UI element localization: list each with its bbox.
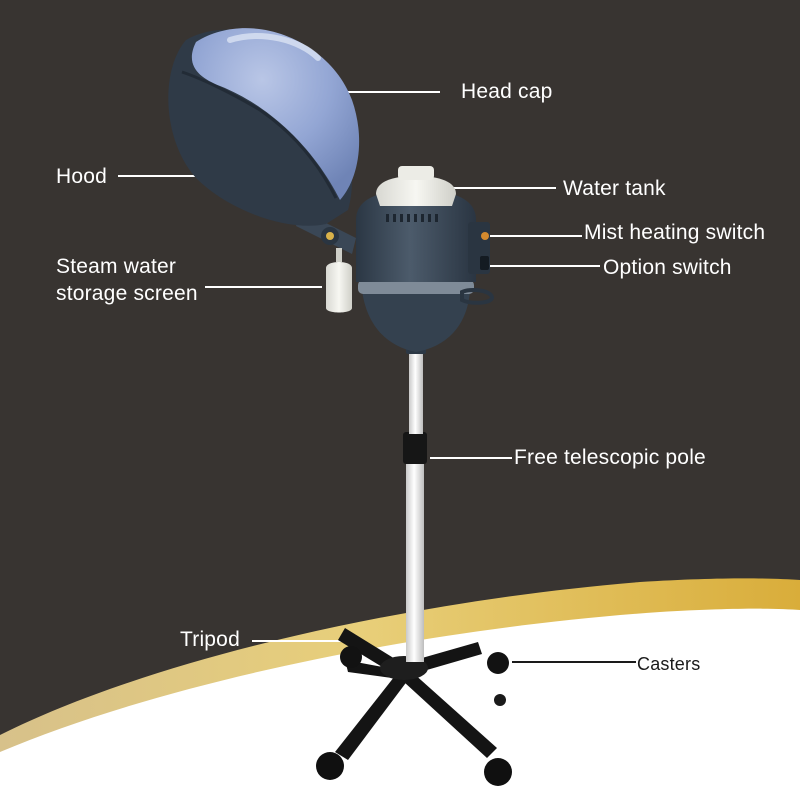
hood [168,28,360,226]
steamer-body [356,190,495,352]
label-steam-water-storage-screen: Steam water storage screen [56,255,198,305]
label-water-tank: Water tank [563,177,666,200]
label-option-switch: Option switch [603,256,732,279]
label-hood: Hood [56,165,108,188]
telescopic-pole [403,344,427,662]
label-head-cap: Head cap [461,80,553,103]
water-tank [376,166,456,206]
storage-bottle [326,248,352,313]
casters [316,646,512,786]
label-free-telescopic-pole: Free telescopic pole [514,446,706,469]
label-mist-heating-switch: Mist heating switch [584,221,766,244]
label-tripod: Tripod [180,628,240,651]
label-casters: Casters [637,654,701,674]
